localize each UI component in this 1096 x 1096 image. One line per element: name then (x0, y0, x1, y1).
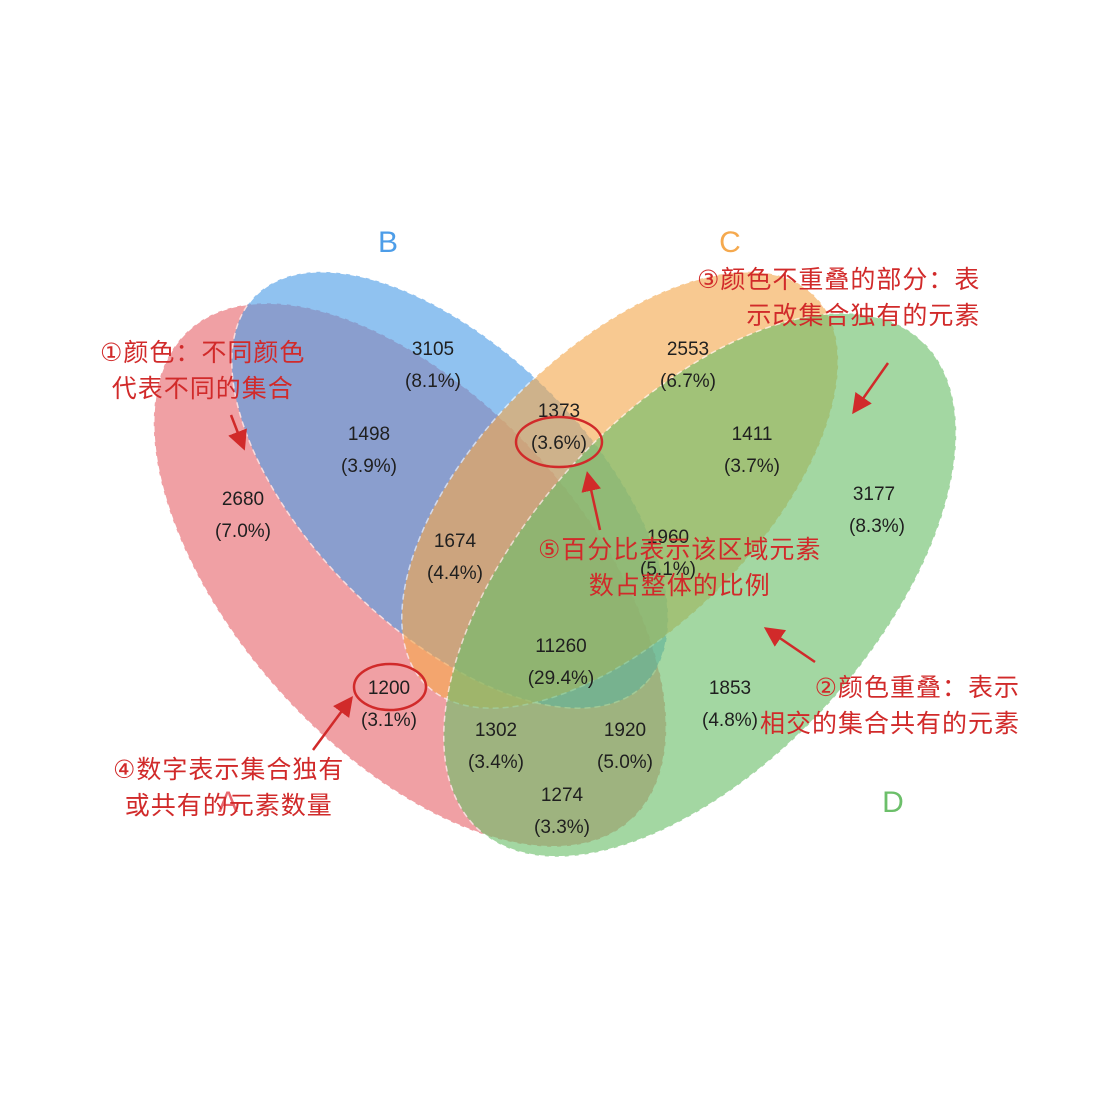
annotation-note-1: ①颜色：不同颜色 代表不同的集合 (100, 335, 305, 407)
arrow-note2 (763, 627, 816, 664)
note5-line2: 数占整体的比例 (588, 571, 771, 600)
arrow-note5 (581, 471, 602, 531)
set-b-label: B (378, 226, 398, 259)
annotation-note-3: ③颜色不重叠的部分：表 示改集合独有的元素 (697, 262, 980, 334)
region-count-acd: 1302 (475, 720, 517, 741)
region-pct-acd: (3.4%) (468, 752, 524, 773)
note3-line1: ③颜色不重叠的部分：表 (697, 265, 981, 294)
region-pct-bc: (3.6%) (531, 433, 587, 454)
region-count-c: 2553 (667, 339, 709, 360)
region-count-bd: 1853 (709, 678, 751, 699)
region-pct-c: (6.7%) (660, 371, 716, 392)
region-pct-a: (7.0%) (215, 521, 271, 542)
region-values: 2680 (7.0%) 3105 (8.1%) 2553 (6.7%) 3177… (215, 339, 905, 838)
highlight-circle-1373 (514, 415, 604, 469)
annotation-note-4: ④数字表示集合独有 或共有的元素数量 (113, 752, 344, 824)
region-pct-ab: (3.9%) (341, 456, 397, 477)
region-pct-abc: (4.4%) (427, 563, 483, 584)
region-count-a: 2680 (222, 489, 264, 510)
note1-line2: 代表不同的集合 (111, 374, 294, 403)
annotation-note-5: ⑤百分比表示该区域元素 数占整体的比例 (538, 532, 821, 604)
region-count-d: 3177 (853, 484, 895, 505)
note3-line2: 示改集合独有的元素 (746, 301, 981, 330)
region-count-b: 3105 (412, 339, 454, 360)
region-pct-cd: (3.7%) (724, 456, 780, 477)
highlight-circle-1200 (352, 662, 428, 712)
note2-line1: ②颜色重叠：表示 (814, 673, 1021, 702)
arrow-note1 (228, 414, 247, 451)
annotation-note-2: ②颜色重叠：表示 相交的集合共有的元素 (760, 670, 1020, 742)
region-pct-ac: (3.1%) (361, 710, 417, 731)
region-count-abc: 1674 (434, 531, 477, 552)
set-ellipses (152, 271, 958, 858)
region-count-cd: 1411 (732, 424, 773, 445)
annotation-arrows (228, 362, 890, 751)
arrow-note3 (852, 362, 890, 415)
set-d-label: D (882, 786, 904, 819)
region-count-ad: 1274 (541, 785, 584, 806)
region-pct-bd: (4.8%) (702, 710, 758, 731)
region-pct-b: (8.1%) (405, 371, 461, 392)
set-a-label: A (218, 786, 238, 819)
region-count-abd: 1920 (604, 720, 646, 741)
set-d-ellipse (442, 312, 958, 858)
region-count-bcd: 1960 (647, 527, 689, 548)
region-pct-ad: (3.3%) (534, 817, 590, 838)
arrow-note4 (311, 695, 353, 751)
region-count-ac: 1200 (368, 678, 410, 699)
note5-line1: ⑤百分比表示该区域元素 (538, 535, 822, 564)
region-pct-d: (8.3%) (849, 516, 905, 537)
region-count-abcd: 11260 (535, 636, 586, 657)
region-pct-abd: (5.0%) (597, 752, 653, 773)
region-pct-bcd: (5.1%) (640, 559, 696, 580)
region-pct-abcd: (29.4%) (528, 668, 595, 689)
note2-line2: 相交的集合共有的元素 (760, 709, 1021, 738)
set-c-label: C (719, 226, 741, 259)
note1-line1: ①颜色：不同颜色 (100, 338, 306, 367)
note4-line1: ④数字表示集合独有 (113, 755, 345, 784)
note4-line2: 或共有的元素数量 (124, 791, 333, 820)
region-count-ab: 1498 (348, 424, 390, 445)
